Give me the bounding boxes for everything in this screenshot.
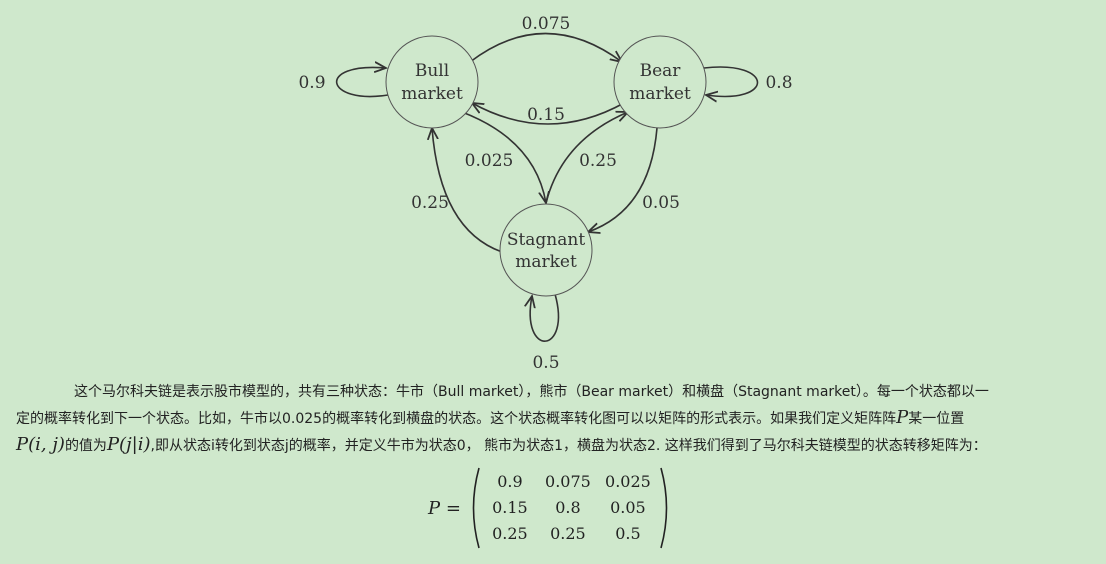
paragraph-text-3a: 的值为 <box>64 438 107 454</box>
math-p-ij: P(i, j) <box>16 434 65 455</box>
node-bull: Bull market <box>385 35 479 129</box>
matrix-cell-0-2: 0.025 <box>605 472 651 491</box>
math-p: P <box>896 407 909 428</box>
right-paren-icon <box>660 467 668 549</box>
paragraph-text-2b: 某一位置 <box>908 411 965 427</box>
edge-bear-to-stagnant <box>588 127 658 232</box>
node-bear-label-2: market <box>629 84 691 104</box>
matrix-grid: 0.9 0.075 0.025 0.15 0.8 0.05 0.25 0.25 … <box>483 471 657 545</box>
markov-chain-diagram: Bull market Bear market Stagnant market … <box>298 14 792 373</box>
label-bear-to-bull: 0.15 <box>527 105 565 125</box>
node-stagnant-label-1: Stagnant <box>507 230 586 250</box>
matrix-cell-1-1: 0.8 <box>555 498 581 517</box>
matrix-cell-0-1: 0.075 <box>545 472 591 491</box>
edge-stagnant-to-bear <box>545 112 628 204</box>
label-bull-to-stagnant: 0.025 <box>465 151 514 171</box>
paragraph-line-3: P(i, j)的值为P(j|i),即从状态i转化到状态j的概率，并定义牛市为状态… <box>16 433 1076 458</box>
matrix-cell-2-2: 0.5 <box>615 524 641 543</box>
matrix-cell-2-0: 0.25 <box>492 524 528 543</box>
matrix-cell-2-1: 0.25 <box>550 524 586 543</box>
edge-stagnant-to-bull <box>432 128 503 253</box>
node-bull-label-2: market <box>401 84 463 104</box>
edge-bull-to-stagnant <box>461 111 546 203</box>
edge-bear-self <box>704 66 759 96</box>
matrix-cell-0-0: 0.9 <box>497 472 523 491</box>
label-stagnant-to-bull: 0.25 <box>411 193 449 213</box>
label-bull-to-bear: 0.075 <box>522 14 571 34</box>
paragraph-text-3b: ,即从状态i转化到状态j的概率，并定义牛市为状态0， 熊市为状态1，横盘为状态2… <box>150 438 987 454</box>
label-stagnant-to-bear: 0.25 <box>579 151 617 171</box>
edge-bull-self <box>335 67 389 98</box>
label-stagnant-self: 0.5 <box>532 353 559 373</box>
transition-matrix-equation: P = 0.9 0.075 0.025 0.15 0.8 0.05 0.25 0… <box>428 466 673 550</box>
edge-bear-to-bull <box>472 103 625 125</box>
paragraph-line-2: 定的概率转化到下一个状态。比如，牛市以0.025的概率转化到横盘的状态。这个状态… <box>16 406 1076 431</box>
node-bull-label-1: Bull <box>415 61 449 81</box>
node-bear-label-1: Bear <box>640 61 682 81</box>
node-bear: Bear market <box>613 35 707 129</box>
paragraph-line-1: 这个马尔科夫链是表示股市模型的，共有三种状态：牛市（Bull market），熊… <box>16 380 1106 404</box>
matrix-cell-1-0: 0.15 <box>492 498 528 517</box>
paragraph-text-2a: 定的概率转化到下一个状态。比如，牛市以0.025的概率转化到横盘的状态。这个状态… <box>16 411 897 427</box>
edge-stagnant-self <box>530 293 560 342</box>
label-bull-self: 0.9 <box>298 73 325 93</box>
math-p-j-given-i: P(j|i) <box>106 434 151 455</box>
node-stagnant: Stagnant market <box>499 203 593 297</box>
matrix-lhs: P = <box>428 497 461 519</box>
node-stagnant-label-2: market <box>515 252 577 272</box>
left-paren-icon <box>472 467 480 549</box>
matrix-cell-1-2: 0.05 <box>610 498 646 517</box>
edge-bull-to-bear <box>469 32 622 63</box>
paragraph-text-1: 这个马尔科夫链是表示股市模型的，共有三种状态：牛市（Bull market），熊… <box>74 384 989 400</box>
label-bear-self: 0.8 <box>765 73 792 93</box>
label-bear-to-stagnant: 0.05 <box>642 193 680 213</box>
